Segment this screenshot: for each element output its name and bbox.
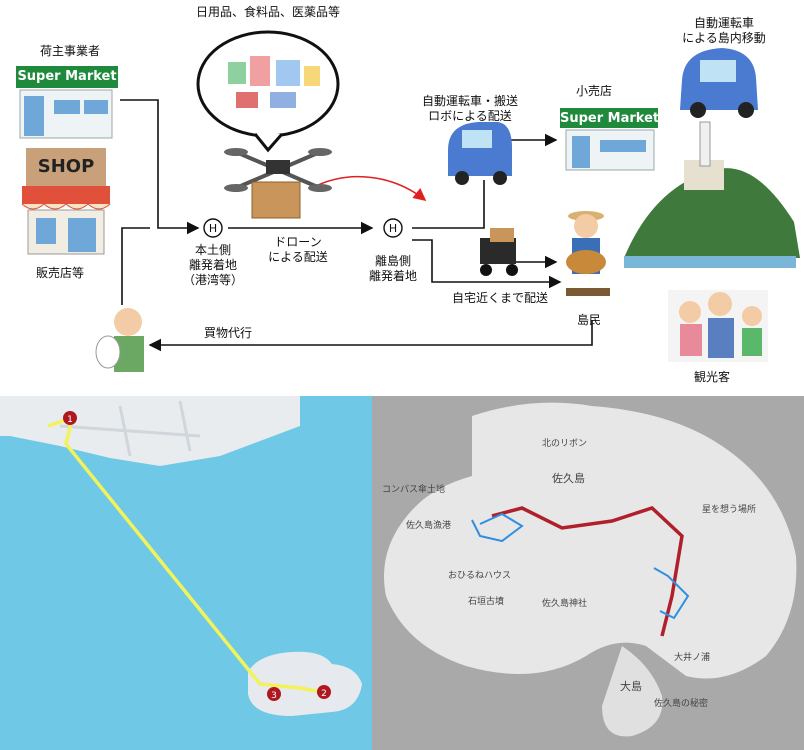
oshima-landmass (602, 646, 663, 737)
shop-sign: SHOP (37, 156, 95, 177)
tourists-label: 観光客 (693, 370, 730, 384)
island-landmass (384, 402, 797, 679)
main-route-line (491, 506, 684, 637)
auto-vehicle-robot-line2: ロボによる配送 (428, 109, 512, 123)
retail-store-label: 小売店 (575, 84, 612, 98)
local-route-line (471, 512, 690, 620)
map-label-sakushima-art: 佐久島の秘密 (654, 699, 709, 709)
map-label-sakushima-port: 佐久島漁港 (406, 521, 452, 531)
delivery-flow-diagram: 荷主事業者 Super Market SHOP 販売店等 日用品、食料品、医薬品… (16, 5, 800, 384)
shopping-proxy-label: 買物代行 (203, 326, 252, 340)
island-car-icon (680, 48, 758, 118)
island-car-line1: 自動運転車 (693, 16, 754, 30)
drone-icon (224, 148, 332, 219)
supermarket-sign: Super Market (17, 69, 117, 84)
marker-2-label: 2 (321, 689, 327, 699)
island-heliport-marker: H (388, 222, 398, 235)
islander-icon (566, 211, 610, 296)
island-route-map: 北のリボン 佐久島 コンパス傘土地 星を想う場所 佐久島漁港 おひるねハウス 石… (372, 396, 804, 750)
marker-1: 1 (63, 411, 77, 425)
island-car-line2: による島内移動 (682, 31, 766, 45)
island-heliport-icon (383, 218, 403, 238)
map-label-saku-shrine: 佐久島神社 (542, 599, 588, 609)
mainland-port-line3: （港湾等） (182, 273, 243, 287)
marker-3-label: 3 (271, 691, 277, 701)
map-label-north-ribbon: 北のリボン (542, 439, 588, 449)
islander-label: 島民 (576, 313, 601, 327)
map-label-ishigaki: 石垣古墳 (468, 597, 505, 607)
mainland-heliport-marker: H (208, 222, 218, 235)
island-route-svg (384, 402, 797, 737)
map-label-saku-island: 佐久島 (552, 472, 585, 485)
map-label-konpas: コンパス傘土地 (382, 485, 446, 495)
seller-label: 販売店等 (36, 266, 85, 280)
supermarket-icon (16, 66, 118, 139)
island-port-line1: 離島側 (374, 254, 411, 268)
map-label-stars: 星を想う場所 (702, 505, 757, 515)
goods-bubble (196, 30, 340, 153)
auto-vehicle-robot-line1: 自動運転車・搬送 (421, 94, 518, 108)
map-label-oshima: 大島 (620, 680, 642, 693)
drone-flight-arrow (311, 175, 427, 201)
mainland-port-line1: 本土側 (194, 243, 231, 257)
home-delivery-label: 自宅近くまで配送 (451, 291, 548, 305)
retail-store-sign: Super Market (560, 111, 660, 126)
map-label-oshima-area: 大井ノ浦 (674, 653, 711, 663)
mainland-heliport-icon (203, 218, 223, 238)
autonomous-car-icon (448, 122, 512, 185)
island-icon (624, 121, 800, 268)
tourists-icon (668, 290, 768, 362)
drone-route-svg: 1 3 2 (0, 396, 362, 716)
shopper-icon (95, 308, 144, 372)
supplier-line (120, 99, 200, 235)
proxy-up-line (121, 227, 150, 305)
drone-label-line2: による配送 (268, 250, 328, 264)
map-label-ohirune: おひるねハウス (448, 571, 512, 581)
retail-store-icon (560, 108, 658, 171)
marker-3: 3 (267, 687, 281, 701)
goods-label: 日用品、食料品、医薬品等 (196, 5, 341, 19)
mainland-port-line2: 離発着地 (188, 258, 237, 272)
drone-route-map: 1 3 2 (0, 396, 372, 750)
home-delivery-line (412, 239, 562, 289)
proxy-return-line (148, 320, 593, 352)
shop-icon (21, 148, 111, 255)
delivery-robot-icon (480, 228, 518, 276)
diagram-connectors (16, 30, 800, 372)
shipper-label: 荷主事業者 (40, 44, 101, 58)
island-branch-line (412, 180, 485, 229)
marker-2: 2 (317, 685, 331, 699)
drone-label-line1: ドローン (274, 235, 322, 249)
marker-1-label: 1 (67, 415, 73, 425)
island-port-line2: 離発着地 (368, 269, 417, 283)
